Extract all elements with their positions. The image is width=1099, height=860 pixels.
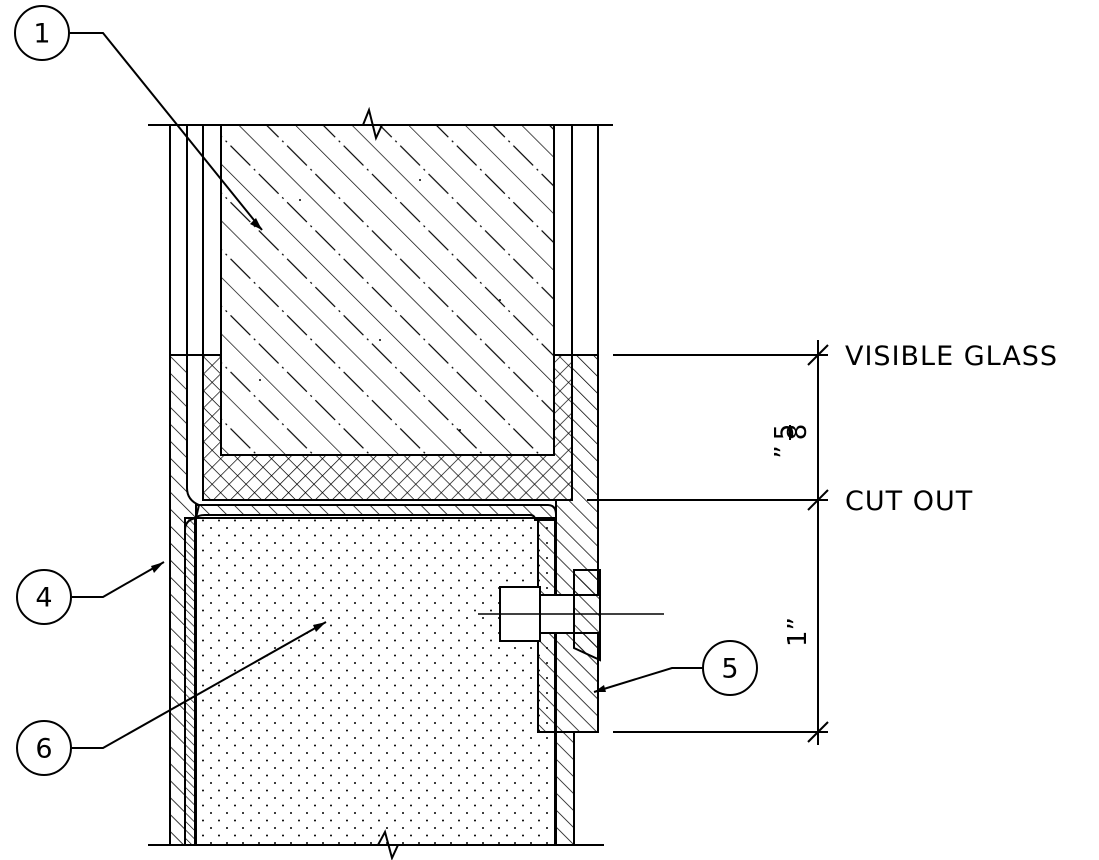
callout-leaders — [70, 32, 702, 749]
svg-text:5: 5 — [721, 654, 738, 685]
callout-bubble-1: 1 — [14, 5, 70, 61]
dimension-upper-denominator: 8 — [783, 424, 813, 441]
callout-bubble-4: 4 — [16, 569, 72, 625]
dimension-upper-numerator: 5 — [770, 424, 800, 441]
svg-text:4: 4 — [35, 583, 52, 614]
callout-bubble-5: 5 — [702, 640, 758, 696]
dimension-lower: 1” — [783, 617, 813, 647]
retainer-leg — [195, 504, 557, 522]
label-cut-out: CUT OUT — [845, 486, 973, 517]
label-visible-glass: VISIBLE GLASS — [845, 341, 1058, 372]
svg-text:6: 6 — [35, 734, 52, 765]
core-infill — [195, 517, 556, 846]
dimension-lines — [587, 340, 829, 745]
svg-text:1: 1 — [33, 19, 50, 50]
dimension-upper-inch-mark: ” — [770, 445, 800, 458]
left-inner-strip — [184, 517, 196, 846]
leader-arrowheads — [151, 218, 606, 692]
glass-panel — [220, 124, 555, 456]
callout-bubble-6: 6 — [16, 720, 72, 776]
setting-gasket — [202, 354, 573, 501]
fastener-wedge — [573, 569, 601, 662]
right-lower-wall — [555, 731, 575, 846]
glass-dots — [259, 179, 501, 431]
